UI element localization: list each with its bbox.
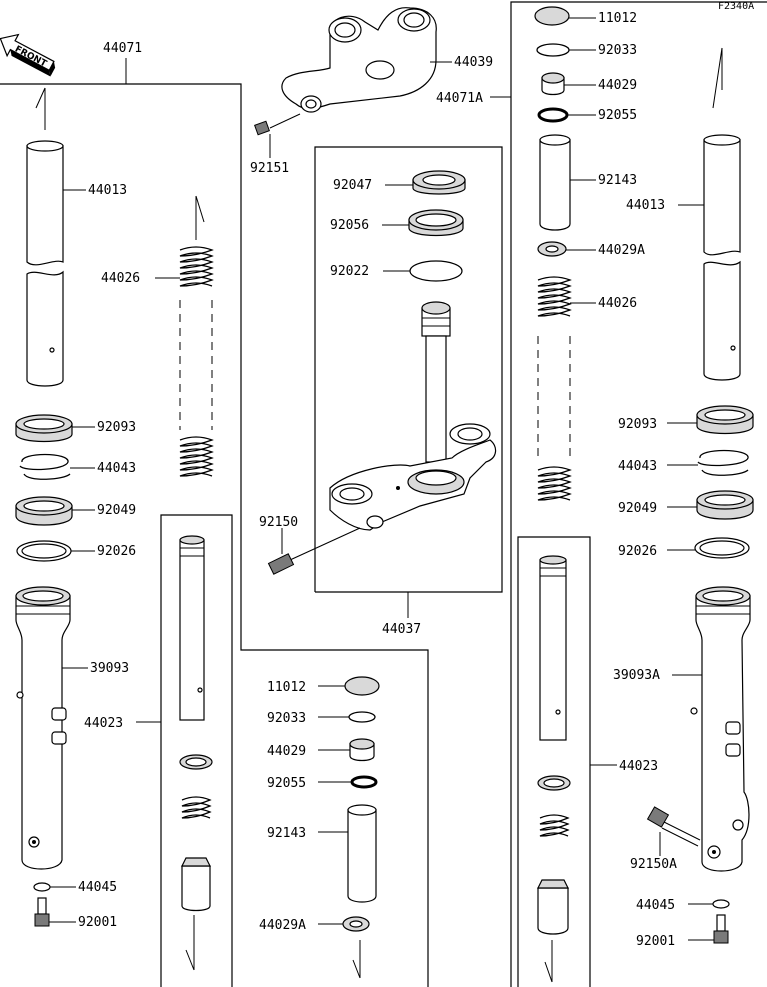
label-left-44026: 44026 [101,271,140,286]
right-circlip [536,43,570,57]
right-outer-tube [690,586,751,872]
label-right-11012: 11012 [598,11,637,26]
left-gasket [33,882,51,892]
stem-frame [314,146,503,618]
label-mid-44029A: 44029A [259,918,306,933]
left-oil-seal [15,496,73,526]
mid-plug [349,738,375,762]
right-axle-bolt [646,806,701,847]
label-left-92001: 92001 [78,915,117,930]
label-right-92055: 92055 [598,108,637,123]
right-retaining-clip [697,449,749,476]
label-right-92150A: 92150A [630,857,677,872]
mid-cap [344,676,380,696]
label-left-44043: 44043 [97,461,136,476]
label-44039: 44039 [454,55,493,70]
label-mid-92033: 92033 [267,711,306,726]
label-left-44045: 44045 [78,880,117,895]
right-oil-seal [696,490,754,520]
label-right-92001: 92001 [636,934,675,949]
left-washer [16,540,72,562]
steering-stem [329,301,497,531]
label-right-44013: 44013 [626,198,665,213]
label-mid-92143: 92143 [267,826,306,841]
mid-spacer [342,916,370,979]
label-right-39093A: 39093A [613,668,660,683]
left-cylinder-unit [179,535,213,971]
label-mid-44029: 44029 [267,744,306,759]
mid-oring [350,775,378,789]
label-left-92026: 92026 [97,544,136,559]
left-spring [179,195,214,477]
label-92151: 92151 [250,161,289,176]
label-left-44013: 44013 [88,183,127,198]
label-right-92093: 92093 [618,417,657,432]
right-spacer [537,241,567,257]
figure-code: F2340A [718,1,754,12]
label-44071: 44071 [103,41,142,56]
right-collar [539,134,571,231]
right-cap [534,6,570,26]
right-oring [537,107,569,123]
stem-seal-mid [408,209,464,237]
label-mid-92055: 92055 [267,776,306,791]
label-right-44026: 44026 [598,296,637,311]
left-outer-tube [15,586,71,870]
right-cylinder-unit [537,555,571,983]
right-dust-seal [696,405,754,435]
label-left-92093: 92093 [97,420,136,435]
right-cylinder-frame [517,536,591,987]
right-washer [694,537,750,559]
right-bolt [713,914,729,944]
label-mid-11012: 11012 [267,680,306,695]
label-left-92049: 92049 [97,503,136,518]
label-right-92026: 92026 [618,544,657,559]
label-left-44023: 44023 [84,716,123,731]
left-fork-frame [0,58,429,987]
label-right-44043: 44043 [618,459,657,474]
left-bolt [34,897,50,927]
label-right-44029A: 44029A [598,243,645,258]
mid-circlip [348,711,376,723]
label-right-44023: 44023 [619,759,658,774]
right-gasket [712,899,730,909]
stem-seal-upper [412,170,466,195]
label-44037: 44037 [382,622,421,637]
label-92150: 92150 [259,515,298,530]
label-92022: 92022 [330,264,369,279]
right-spring [537,276,572,501]
left-dust-seal [15,414,73,443]
left-inner-tube [26,140,64,387]
stem-bolt [267,527,361,575]
upper-bracket [281,7,437,113]
stem-washer [409,260,463,282]
bolt-92151 [254,113,301,136]
right-tube-arrow [712,47,723,109]
label-92047: 92047 [333,178,372,193]
right-fork-frame [490,1,767,987]
label-right-92049: 92049 [618,501,657,516]
label-right-44045: 44045 [636,898,675,913]
label-left-39093: 39093 [90,661,129,676]
left-retaining-clip [19,453,71,480]
right-inner-tube [703,134,741,381]
right-plug [541,72,565,96]
label-44071A: 44071A [436,91,483,106]
label-92056: 92056 [330,218,369,233]
left-cylinder-frame [160,514,233,987]
label-right-92033: 92033 [598,43,637,58]
mid-collar [347,804,377,903]
front-arrow-icon: FRONT [0,33,56,77]
left-tube-arrow [35,87,46,130]
label-right-92143: 92143 [598,173,637,188]
label-right-44029: 44029 [598,78,637,93]
